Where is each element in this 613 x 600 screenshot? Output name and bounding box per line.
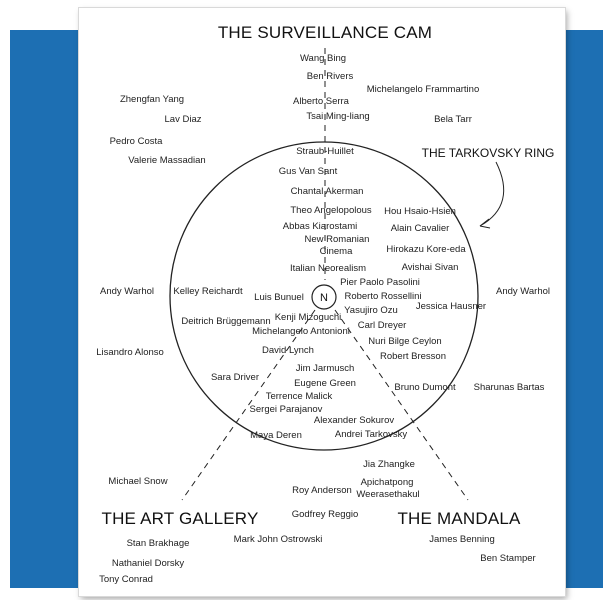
name-sergei-parajanov: Sergei Parajanov (250, 404, 323, 415)
name-bruno-dumont: Bruno Dumont (394, 382, 456, 393)
name-pedro-costa: Pedro Costa (110, 136, 164, 147)
name-michael-snow: Michael Snow (108, 476, 167, 487)
name-new-romanian-line2: Cinema (320, 246, 353, 257)
art-gallery-title: THE ART GALLERY (101, 509, 258, 528)
center-marker-circle (311, 284, 337, 310)
name-carl-dreyer: Carl Dreyer (358, 320, 407, 331)
mandala-axis (334, 309, 469, 501)
name-robert-bresson: Robert Bresson (380, 351, 446, 362)
name-abbas-kiarostami: Abbas Kiarostami (283, 221, 357, 232)
name-pier-paolo-pasolini: Pier Paolo Pasolini (340, 277, 420, 288)
name-yasujiro-ozu: Yasujiro Ozu (344, 305, 398, 316)
name-hou-hsiao-hsien: Hou Hsaio-Hsien (384, 206, 456, 217)
name-jim-jarmusch: Jim Jarmusch (296, 363, 355, 374)
name-eugene-green: Eugene Green (294, 378, 356, 389)
name-avishai-sivan: Avishai Sivan (402, 262, 459, 273)
tarkovsky-ring-title: THE TARKOVSKY RING (422, 146, 555, 160)
name-roberto-rossellini: Roberto Rossellini (344, 291, 421, 302)
surveillance-title: THE SURVEILLANCE CAM (218, 23, 432, 42)
name-michelangelo-antonioni: Michelangelo Antonioni (252, 326, 350, 337)
name-jessica-hausner: Jessica Hausner (416, 301, 486, 312)
name-new-romanian-line1: New Romanian (305, 234, 370, 245)
name-andy-warhol-left: Andy Warhol (100, 286, 154, 297)
name-andrei-tarkovsky: Andrei Tarkovsky (335, 429, 407, 440)
name-zhengfan-yang: Zhengfan Yang (120, 94, 184, 105)
ring-callout-arrowhead (479, 218, 491, 229)
name-theo-angelopoulos: Theo Angelopolous (290, 205, 372, 216)
name-italian-neorealism: Italian Neorealism (290, 263, 366, 274)
name-jia-zhangke: Jia Zhangke (363, 459, 415, 470)
name-roy-anderson: Roy Anderson (292, 485, 352, 496)
name-hirokazu-kore-eda: Hirokazu Kore-eda (386, 244, 466, 255)
right-blue-band (563, 30, 603, 588)
name-kenji-mizoguchi: Kenji Mizoguchi (275, 312, 342, 323)
name-chantal-akerman: Chantal Akerman (291, 186, 364, 197)
name-sara-driver: Sara Driver (211, 372, 259, 383)
name-nathaniel-dorsky: Nathaniel Dorsky (112, 558, 185, 569)
ring-callout-arrow (479, 161, 505, 227)
name-ben-rivers: Ben Rivers (307, 71, 354, 82)
name-bela-tarr: Bela Tarr (434, 114, 472, 125)
name-tsai-ming-liang: Tsai Ming-liang (306, 111, 369, 122)
name-lav-diaz: Lav Diaz (165, 114, 202, 125)
name-deitrich-bruggemann: Deitrich Brüggemann (181, 316, 270, 327)
name-nuri-bilge-ceylon: Nuri Bilge Ceylon (368, 336, 441, 347)
name-stan-brakhage: Stan Brakhage (127, 538, 190, 549)
name-maya-deren: Maya Deren (250, 430, 302, 441)
center-marker-label: N (320, 292, 328, 304)
name-michelangelo-frammartino: Michelangelo Frammartino (367, 84, 479, 95)
name-alberto-serra: Alberto Serra (293, 96, 350, 107)
name-straub-huillet: Straub-Huillet (296, 146, 354, 157)
name-alexander-sokurov: Alexander Sokurov (314, 415, 395, 426)
name-james-benning: James Benning (429, 534, 494, 545)
mandala-title: THE MANDALA (397, 509, 521, 528)
name-andy-warhol-right: Andy Warhol (496, 286, 550, 297)
name-valerie-massadian: Valerie Massadian (128, 155, 205, 166)
name-terrence-malick: Terrence Malick (266, 391, 333, 402)
left-blue-band (10, 30, 82, 588)
name-lisandro-alonso: Lisandro Alonso (96, 347, 164, 358)
name-mark-john-ostrowski: Mark John Ostrowski (234, 534, 323, 545)
art-gallery-axis (181, 309, 316, 501)
name-alain-cavalier: Alain Cavalier (391, 223, 450, 234)
name-apichatpong-line1: Apichatpong (361, 477, 414, 488)
name-apichatpong-line2: Weerasethakul (356, 489, 419, 500)
tarkovsky-ring-circle (169, 141, 479, 451)
name-tony-conrad: Tony Conrad (99, 574, 153, 585)
name-david-lynch: David Lynch (262, 345, 314, 356)
name-ben-stamper: Ben Stamper (480, 553, 535, 564)
name-godfrey-reggio: Godfrey Reggio (292, 509, 359, 520)
name-sharunas-bartas: Sharunas Bartas (474, 382, 545, 393)
name-gus-van-sant: Gus Van Sant (279, 166, 338, 177)
name-wang-bing: Wang Bing (300, 53, 346, 64)
name-luis-bunuel: Luis Bunuel (254, 292, 304, 303)
name-kelley-reichardt: Kelley Reichardt (173, 286, 243, 297)
